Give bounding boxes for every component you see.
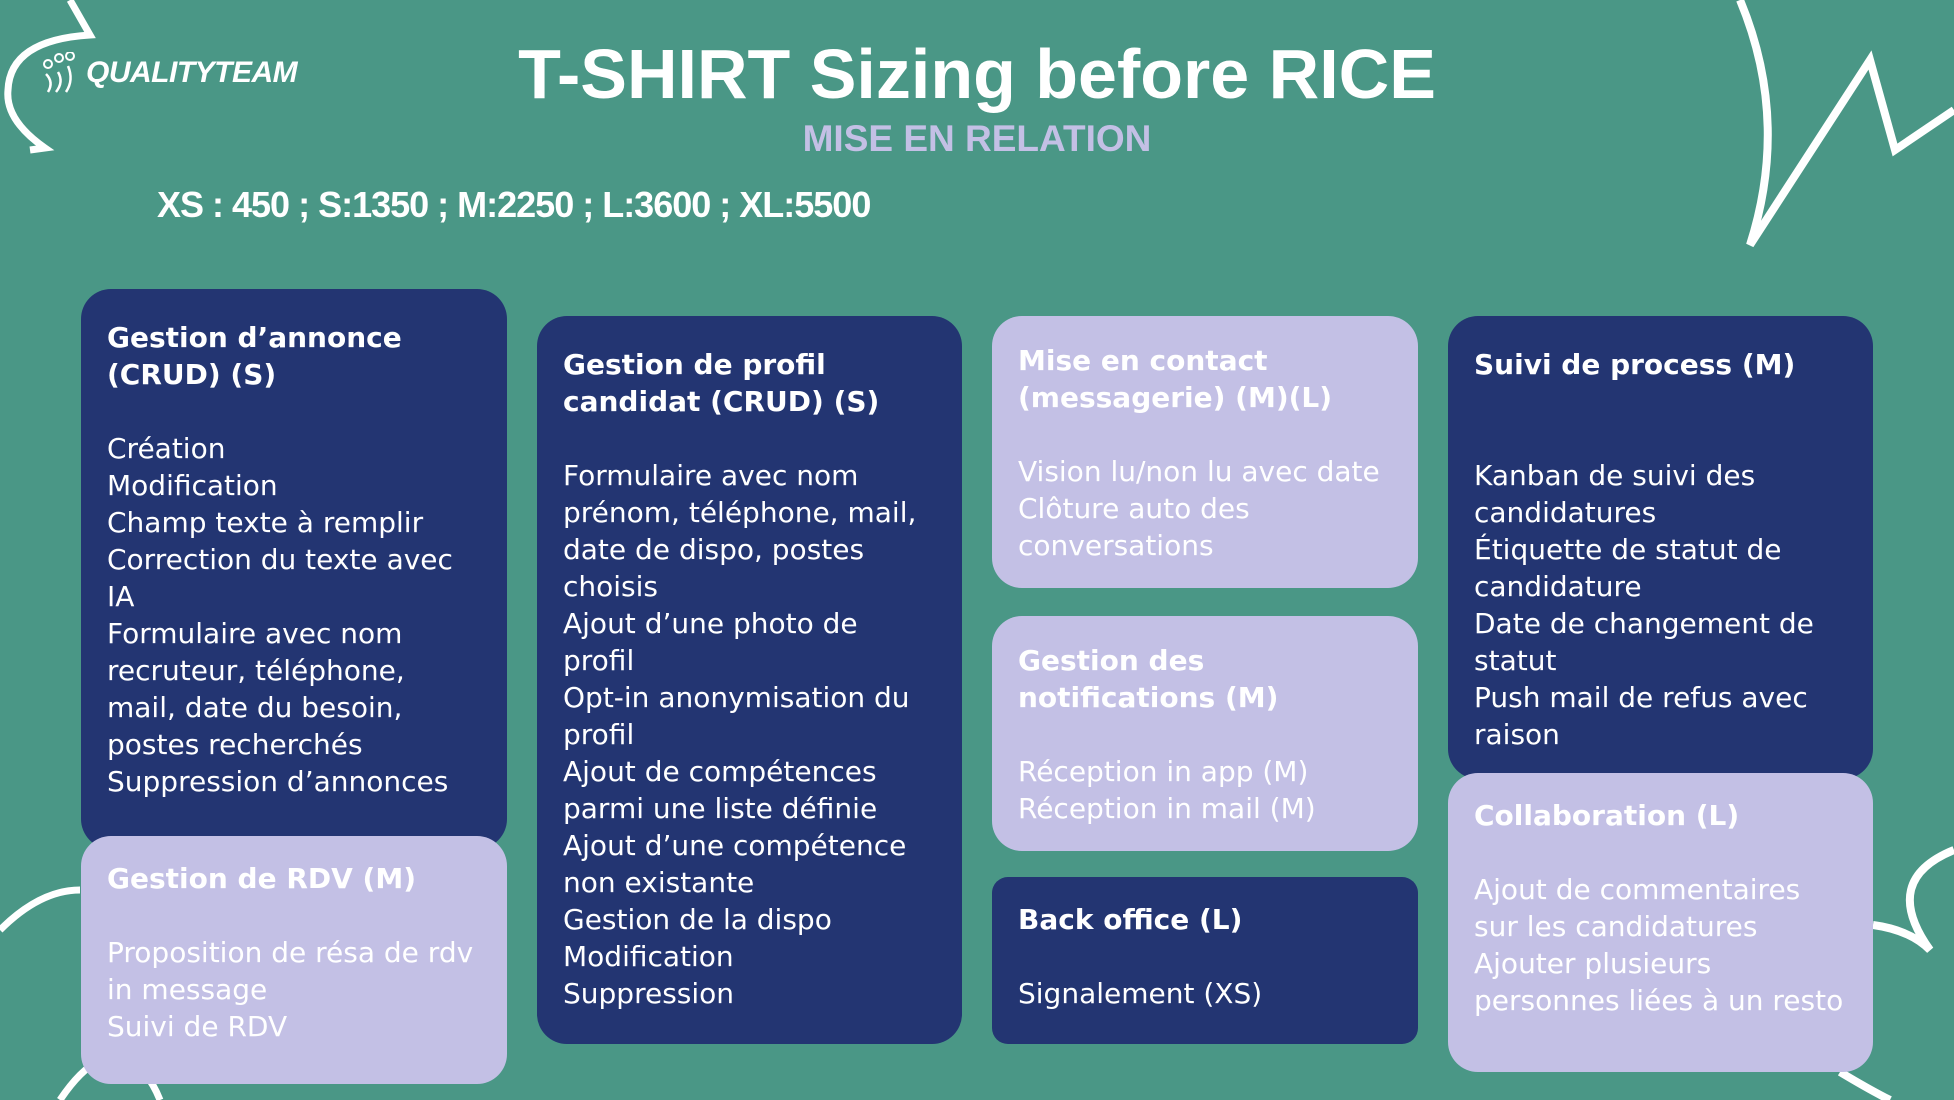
card-item: Suppression (563, 977, 735, 1010)
card-collaboration: Collaboration (L) Ajout de commentaires … (1448, 773, 1873, 1072)
card-item: Push mail de refus avec raison (1474, 681, 1808, 751)
card-gestion-annonce: Gestion d’annonce (CRUD) (S) Création Mo… (81, 289, 507, 849)
card-suivi-process: Suivi de process (M) Kanban de suivi des… (1448, 316, 1873, 779)
card-title: Gestion de profil candidat (CRUD) (S) (563, 348, 880, 418)
card-title: Gestion de RDV (M) (107, 862, 416, 895)
card-item: Réception in mail (M) (1018, 792, 1316, 825)
card-item: Création (107, 432, 226, 465)
page-title: T-SHIRT Sizing before RICE (518, 35, 1436, 113)
card-item: Formulaire avec nom prénom, téléphone, m… (563, 459, 917, 603)
card-mise-en-contact: Mise en contact (messagerie) (M)(L) Visi… (992, 316, 1418, 588)
card-item: Champ texte à remplir (107, 506, 424, 539)
card-title: Back office (L) (1018, 903, 1243, 936)
card-title: Gestion des notifications (M) (1018, 644, 1279, 714)
card-gestion-rdv: Gestion de RDV (M) Proposition de résa d… (81, 836, 507, 1084)
card-item: Vision lu/non lu avec date (1018, 455, 1380, 488)
card-item: Ajout d’une compétence non existante (563, 829, 907, 899)
card-item: Suivi de RDV (107, 1010, 288, 1043)
card-item: Ajouter plusieurs personnes liées à un r… (1474, 947, 1844, 1017)
logo-text: QUALITYTEAM (86, 56, 298, 89)
card-item: Modification (107, 469, 278, 502)
card-item: Proposition de résa de rdv in message (107, 936, 474, 1006)
card-title: Collaboration (L) (1474, 799, 1740, 832)
card-item: Opt-in anonymisation du profil (563, 681, 910, 751)
card-item: Ajout d’une photo de profil (563, 607, 858, 677)
card-title: Gestion d’annonce (CRUD) (S) (107, 321, 402, 391)
card-item: Kanban de suivi des candidatures (1474, 459, 1756, 529)
card-title: Suivi de process (M) (1474, 348, 1796, 381)
card-item: Clôture auto des conversations (1018, 492, 1250, 562)
card-item: Suppression d’annonces (107, 765, 449, 798)
card-gestion-profil: Gestion de profil candidat (CRUD) (S) Fo… (537, 316, 962, 1044)
page-subtitle: MISE EN RELATION (802, 118, 1152, 159)
card-item: Formulaire avec nom recruteur, téléphone… (107, 617, 405, 761)
card-item: Gestion de la dispo (563, 903, 832, 936)
size-scale: XS : 450 ; S:1350 ; M:2250 ; L:3600 ; XL… (157, 184, 871, 225)
card-back-office: Back office (L) Signalement (XS) (992, 877, 1418, 1044)
card-item: Modification (563, 940, 734, 973)
logo: QUALITYTEAM (40, 52, 298, 94)
card-item: Correction du texte avec IA (107, 543, 453, 613)
card-item: Ajout de compétences parmi une liste déf… (563, 755, 878, 825)
card-item: Signalement (XS) (1018, 977, 1263, 1010)
card-item: Date de changement de statut (1474, 607, 1814, 677)
card-item: Étiquette de statut de candidature (1474, 533, 1782, 603)
card-title: Mise en contact (messagerie) (M)(L) (1018, 344, 1333, 414)
team-icon (43, 52, 75, 93)
card-item: Ajout de commentaires sur les candidatur… (1474, 873, 1801, 943)
card-notifications: Gestion des notifications (M) Réception … (992, 616, 1418, 851)
card-item: Réception in app (M) (1018, 755, 1309, 788)
